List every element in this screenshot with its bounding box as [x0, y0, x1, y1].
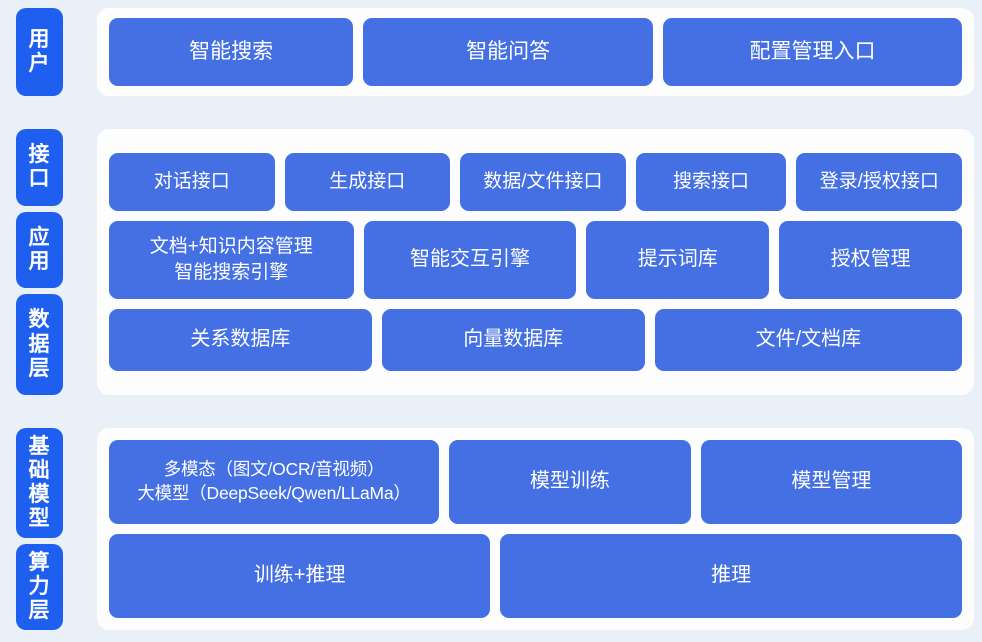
row-user-entries: 智能搜索 智能问答 配置管理入口: [109, 18, 963, 86]
section-core: 接口 应用 数据层 对话接口 生成接口 数据/文件接口 搜索接口 登录/授权接口…: [0, 121, 982, 403]
layer-tab-foundation-model-label: 基础模型: [28, 434, 51, 531]
box-intelligent-search[interactable]: 智能搜索: [109, 18, 354, 86]
box-document-knowledge-management[interactable]: 文档+知识内容管理 智能搜索引擎: [109, 221, 354, 299]
tab-column-user: 用户: [0, 0, 80, 104]
row-compute: 训练+推理 推理: [109, 534, 962, 618]
box-prompt-library[interactable]: 提示词库: [586, 221, 770, 299]
box-file-document-store[interactable]: 文件/文档库: [654, 309, 963, 371]
tab-column-core: 接口 应用 数据层: [0, 121, 80, 403]
layer-tab-compute-power-label: 算力层: [28, 550, 51, 623]
box-search-api[interactable]: 搜索接口: [635, 153, 787, 211]
tab-column-infrastructure: 基础模型 算力层: [0, 420, 80, 638]
box-intelligent-qa[interactable]: 智能问答: [363, 18, 654, 86]
layer-tab-user[interactable]: 用户: [16, 8, 63, 96]
box-inference[interactable]: 推理: [500, 534, 962, 618]
box-training-plus-inference[interactable]: 训练+推理: [109, 534, 491, 618]
layer-tab-data-label: 数据层: [28, 308, 51, 380]
band-gap-2: [0, 403, 982, 420]
box-authorization-management[interactable]: 授权管理: [779, 221, 962, 299]
card-infrastructure: 多模态（图文/OCR/音视频） 大模型（DeepSeek/Qwen/LLaMa）…: [97, 428, 974, 630]
card-user: 智能搜索 智能问答 配置管理入口: [97, 8, 974, 96]
box-dialog-api[interactable]: 对话接口: [109, 153, 275, 211]
box-multimodal-large-model[interactable]: 多模态（图文/OCR/音视频） 大模型（DeepSeek/Qwen/LLaMa）: [109, 440, 439, 524]
layer-tab-interface-label: 接口: [28, 143, 51, 191]
row-data: 关系数据库 向量数据库 文件/文档库: [109, 309, 963, 371]
layer-tab-compute-power[interactable]: 算力层: [16, 544, 63, 631]
box-relational-database[interactable]: 关系数据库: [109, 309, 372, 371]
box-vector-database[interactable]: 向量数据库: [381, 309, 645, 371]
row-model: 多模态（图文/OCR/音视频） 大模型（DeepSeek/Qwen/LLaMa）…: [109, 440, 962, 524]
box-model-management[interactable]: 模型管理: [700, 440, 962, 524]
layer-tab-application-label: 应用: [28, 225, 51, 273]
box-login-auth-api[interactable]: 登录/授权接口: [796, 153, 962, 211]
box-data-file-api[interactable]: 数据/文件接口: [460, 153, 626, 211]
box-model-training[interactable]: 模型训练: [449, 440, 691, 524]
card-core: 对话接口 生成接口 数据/文件接口 搜索接口 登录/授权接口 文档+知识内容管理…: [97, 129, 974, 395]
layer-tab-user-label: 用户: [28, 27, 51, 75]
layer-tab-foundation-model[interactable]: 基础模型: [16, 428, 63, 539]
row-interface: 对话接口 生成接口 数据/文件接口 搜索接口 登录/授权接口: [109, 153, 962, 211]
layer-tab-application[interactable]: 应用: [16, 211, 63, 289]
row-application: 文档+知识内容管理 智能搜索引擎 智能交互引擎 提示词库 授权管理: [109, 221, 962, 299]
band-gap-1: [0, 104, 982, 121]
section-user: 用户 智能搜索 智能问答 配置管理入口: [0, 0, 982, 104]
layer-tab-data[interactable]: 数据层: [16, 294, 63, 396]
box-generation-api[interactable]: 生成接口: [284, 153, 451, 211]
box-intelligent-interaction-engine[interactable]: 智能交互引擎: [363, 221, 577, 299]
section-infrastructure: 基础模型 算力层 多模态（图文/OCR/音视频） 大模型（DeepSeek/Qw…: [0, 420, 982, 638]
layer-tab-interface[interactable]: 接口: [16, 129, 63, 206]
box-config-management-entry[interactable]: 配置管理入口: [663, 18, 963, 86]
